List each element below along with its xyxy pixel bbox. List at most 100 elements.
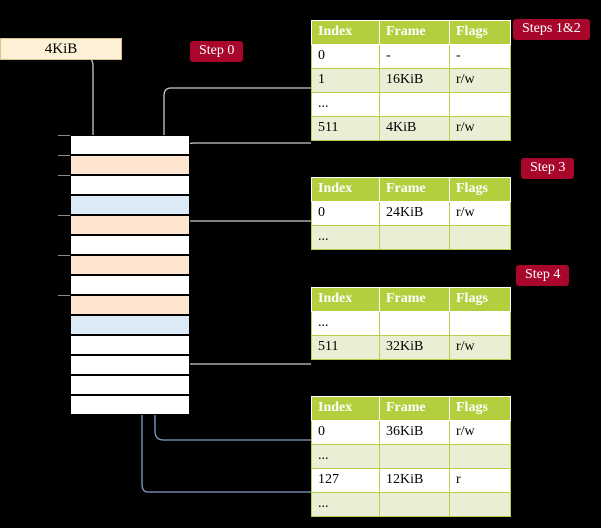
table-row: 0-- bbox=[311, 44, 511, 69]
cell-flags: r/w bbox=[449, 116, 511, 141]
cell-flags bbox=[449, 92, 511, 117]
cell-index: 0 bbox=[311, 44, 380, 69]
col-header-flags: Flags bbox=[449, 177, 511, 202]
badge-step-0-label: Step 0 bbox=[199, 43, 235, 58]
cell-frame bbox=[379, 311, 450, 336]
col-header-flags: Flags bbox=[449, 20, 511, 45]
cell-frame: 36KiB bbox=[379, 420, 450, 445]
col-header-index: Index bbox=[311, 177, 380, 202]
cell-index: ... bbox=[311, 92, 380, 117]
cell-frame: 4KiB bbox=[379, 116, 450, 141]
cell-flags: - bbox=[449, 44, 511, 69]
memory-tick-mark bbox=[58, 255, 70, 256]
col-header-index: Index bbox=[311, 396, 380, 421]
memory-frame-row bbox=[70, 375, 190, 395]
cell-flags bbox=[449, 311, 511, 336]
table-header-row: Index Frame Flags bbox=[311, 20, 511, 45]
cell-frame: 16KiB bbox=[379, 68, 450, 93]
memory-frame-row bbox=[70, 275, 190, 295]
col-header-flags: Flags bbox=[449, 287, 511, 312]
table-header-row: Index Frame Flags bbox=[311, 177, 511, 202]
cell-index: 0 bbox=[311, 420, 380, 445]
cell-flags bbox=[449, 225, 511, 250]
table-header-row: Index Frame Flags bbox=[311, 287, 511, 312]
cell-frame: 32KiB bbox=[379, 335, 450, 360]
cell-index: 127 bbox=[311, 468, 380, 493]
badge-steps-1-2: Steps 1&2 bbox=[513, 19, 590, 41]
cell-flags: r bbox=[449, 468, 511, 493]
cell-flags bbox=[449, 444, 511, 469]
source-page-label: 4KiB bbox=[44, 40, 78, 57]
cell-index: ... bbox=[311, 225, 380, 250]
memory-tick-mark bbox=[58, 175, 70, 176]
table-header-row: Index Frame Flags bbox=[311, 396, 511, 421]
badge-step-4: Step 4 bbox=[516, 265, 570, 287]
memory-frame-row bbox=[70, 315, 190, 335]
cell-index: 511 bbox=[311, 116, 380, 141]
col-header-index: Index bbox=[311, 20, 380, 45]
col-header-frame: Frame bbox=[379, 396, 450, 421]
col-header-index: Index bbox=[311, 287, 380, 312]
table-row: ... bbox=[311, 492, 511, 517]
col-header-frame: Frame bbox=[379, 20, 450, 45]
col-header-frame: Frame bbox=[379, 287, 450, 312]
badge-step-4-label: Step 4 bbox=[525, 267, 561, 282]
memory-frame-row bbox=[70, 395, 190, 415]
col-header-flags: Flags bbox=[449, 396, 511, 421]
badge-step-0: Step 0 bbox=[190, 41, 244, 63]
table-row: ... bbox=[311, 92, 511, 117]
memory-column-divider bbox=[189, 135, 190, 415]
cell-flags: r/w bbox=[449, 68, 511, 93]
table-row: ... bbox=[311, 444, 511, 469]
cell-index: ... bbox=[311, 492, 380, 517]
memory-tick-mark bbox=[58, 155, 70, 156]
memory-frame-row bbox=[70, 255, 190, 275]
badge-steps-1-2-label: Steps 1&2 bbox=[522, 21, 581, 36]
table-row: ... bbox=[311, 225, 511, 250]
memory-tick-mark bbox=[58, 215, 70, 216]
source-page-box: 4KiB bbox=[0, 38, 122, 60]
memory-frame-row bbox=[70, 135, 190, 155]
memory-frame-row bbox=[70, 235, 190, 255]
memory-frame-row bbox=[70, 215, 190, 235]
cell-frame: 24KiB bbox=[379, 201, 450, 226]
memory-tick-mark bbox=[58, 295, 70, 296]
cell-flags bbox=[449, 492, 511, 517]
cell-frame: 12KiB bbox=[379, 468, 450, 493]
memory-frame-row bbox=[70, 155, 190, 175]
col-header-frame: Frame bbox=[379, 177, 450, 202]
memory-tick-mark bbox=[58, 135, 70, 136]
cell-frame bbox=[379, 225, 450, 250]
memory-frame-row bbox=[70, 355, 190, 375]
cell-index: ... bbox=[311, 444, 380, 469]
cell-frame bbox=[379, 492, 450, 517]
cell-index: 1 bbox=[311, 68, 380, 93]
cell-flags: r/w bbox=[449, 335, 511, 360]
cell-frame bbox=[379, 92, 450, 117]
table-row: ... bbox=[311, 311, 511, 336]
cell-frame bbox=[379, 444, 450, 469]
memory-frame-row bbox=[70, 295, 190, 315]
cell-index: 0 bbox=[311, 201, 380, 226]
memory-frame-row bbox=[70, 335, 190, 355]
cell-flags: r/w bbox=[449, 420, 511, 445]
memory-frame-row bbox=[70, 175, 190, 195]
physical-memory-column bbox=[58, 135, 190, 415]
memory-frame-row bbox=[70, 195, 190, 215]
cell-flags: r/w bbox=[449, 201, 511, 226]
cell-index: 511 bbox=[311, 335, 380, 360]
cell-frame: - bbox=[379, 44, 450, 69]
badge-step-3: Step 3 bbox=[521, 158, 575, 180]
badge-step-3-label: Step 3 bbox=[530, 160, 566, 175]
